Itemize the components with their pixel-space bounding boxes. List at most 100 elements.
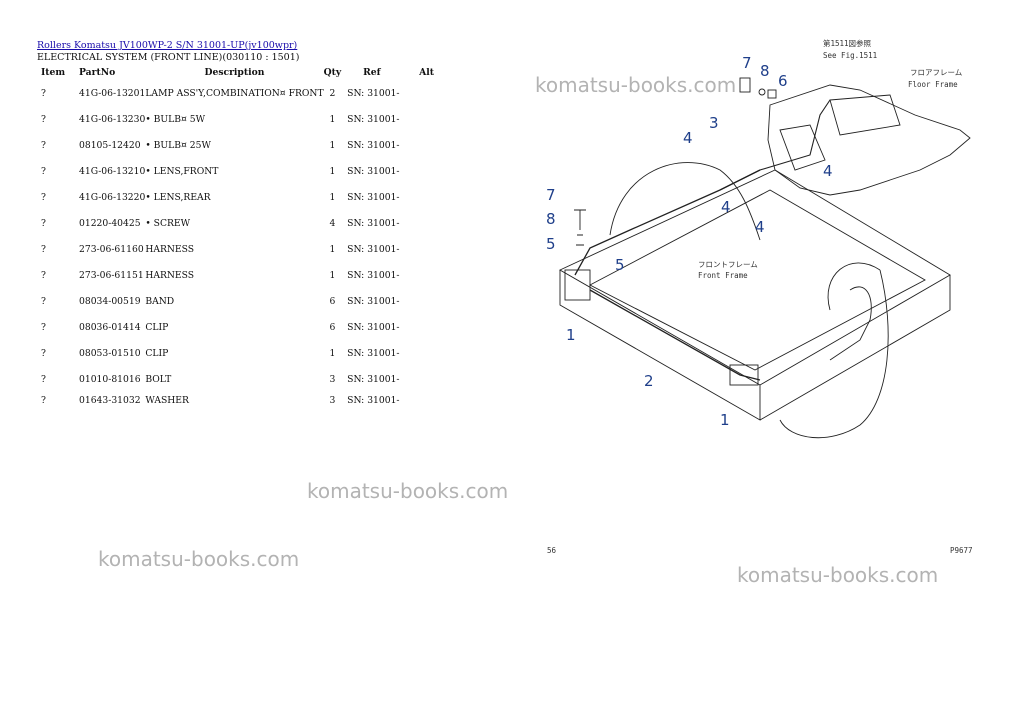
cell-ref: SN: 31001- [347, 321, 400, 333]
cell-description: • BULB¤ 25W [145, 139, 211, 151]
cell-item: ? [41, 87, 46, 99]
cell-description: BOLT [145, 373, 172, 385]
callout-numbers: 7 8 6 4 3 4 4 4 7 8 5 5 1 2 1 [546, 54, 833, 429]
column-header-ref: Ref [363, 66, 381, 78]
cell-ref: SN: 31001- [347, 191, 400, 203]
cell-alt [419, 236, 449, 262]
cell-ref: SN: 31001- [347, 347, 400, 359]
cell-partno: 01010-81016 [79, 373, 141, 385]
parts-table: Item PartNo Description Qty Ref Alt ? 41G… [30, 64, 449, 408]
cell-ref: SN: 31001- [347, 243, 400, 255]
cell-ref: SN: 31001- [347, 295, 400, 307]
cell-item: ? [41, 191, 46, 203]
cell-alt [419, 262, 449, 288]
cell-qty: 6 [329, 321, 336, 333]
cell-alt [419, 106, 449, 132]
cell-alt [419, 80, 449, 106]
cell-description: LAMP ASS'Y,COMBINATION¤ FRONT [145, 87, 324, 99]
callout-8-left: 8 [546, 210, 556, 228]
front-frame-label: Front Frame [698, 271, 748, 280]
cell-item: ? [41, 321, 46, 333]
cell-qty: 4 [329, 217, 336, 229]
callout-4-left: 4 [683, 129, 693, 147]
cell-qty: 1 [329, 243, 336, 255]
cell-ref: SN: 31001- [347, 139, 400, 151]
cell-partno: 273-06-61160 [79, 243, 144, 255]
callout-2: 2 [644, 372, 654, 390]
column-header-alt: Alt [419, 66, 435, 78]
cell-item: ? [41, 394, 46, 406]
cell-partno: 08053-01510 [79, 347, 141, 359]
front-frame-jp-label: フロントフレーム [698, 260, 758, 269]
cell-item: ? [41, 113, 46, 125]
cell-qty: 3 [329, 394, 336, 406]
cell-description: • LENS,FRONT [145, 165, 219, 177]
cell-ref: SN: 31001- [347, 165, 400, 177]
cell-description: CLIP [145, 321, 169, 333]
cell-item: ? [41, 295, 46, 307]
callout-6: 6 [778, 72, 788, 90]
cell-ref: SN: 31001- [347, 113, 400, 125]
cell-ref: SN: 31001- [347, 373, 400, 385]
cell-partno: 41G-06-13201 [79, 87, 146, 99]
callout-4-low: 4 [755, 218, 765, 236]
callout-4-right: 4 [823, 162, 833, 180]
cell-qty: 6 [329, 295, 336, 307]
table-header-row: Item PartNo Description Qty Ref Alt [30, 64, 449, 80]
cell-ref: SN: 31001- [347, 394, 400, 406]
callout-5-left: 5 [546, 235, 556, 253]
cell-alt [419, 366, 449, 392]
cell-ref: SN: 31001- [347, 87, 400, 99]
callout-1-left: 1 [566, 326, 576, 344]
floor-frame-jp-label: フロアフレーム [910, 68, 962, 77]
cell-alt [419, 288, 449, 314]
floor-frame-label: Floor Frame [908, 80, 958, 89]
breadcrumb-link[interactable]: Rollers Komatsu JV100WP-2 S/N 31001-UP(j… [37, 40, 298, 51]
cell-description: CLIP [145, 347, 169, 359]
cell-partno: 01643-31032 [79, 394, 141, 406]
column-header-item: Item [41, 66, 66, 78]
cell-partno: 41G-06-13210 [79, 165, 146, 177]
column-header-description: Description [204, 66, 265, 78]
callout-4-mid: 4 [721, 198, 731, 216]
cell-description: BAND [145, 295, 175, 307]
cell-item: ? [41, 269, 46, 281]
callout-5-right: 5 [615, 256, 625, 274]
cell-qty: 2 [329, 87, 336, 99]
column-header-partno: PartNo [79, 66, 116, 78]
cell-qty: 1 [329, 269, 336, 281]
cell-item: ? [41, 139, 46, 151]
cell-qty: 1 [329, 113, 336, 125]
cell-item: ? [41, 347, 46, 359]
column-header-qty: Qty [323, 66, 342, 78]
cell-item: ? [41, 243, 46, 255]
cell-item: ? [41, 217, 46, 229]
page-number: 56 [547, 546, 557, 555]
cell-partno: 08105-12420 [79, 139, 141, 151]
cell-qty: 1 [329, 347, 336, 359]
see-fig-label: See Fig.1511 [823, 51, 877, 60]
watermark: komatsu-books.com [307, 479, 509, 503]
cell-item: ? [41, 373, 46, 385]
callout-8-top: 8 [760, 62, 770, 80]
cell-partno: 41G-06-13220 [79, 191, 146, 203]
parts-diagram: 7 8 6 4 3 4 4 4 7 8 5 5 1 2 1 第1511図参照 S… [546, 38, 973, 555]
cell-alt [419, 132, 449, 158]
watermark: komatsu-books.com [737, 563, 939, 587]
cell-alt [419, 184, 449, 210]
watermark: komatsu-books.com [535, 73, 737, 97]
see-fig-jp-label: 第1511図参照 [823, 38, 872, 48]
cell-alt [419, 392, 449, 408]
cell-partno: 273-06-61151 [79, 269, 144, 281]
